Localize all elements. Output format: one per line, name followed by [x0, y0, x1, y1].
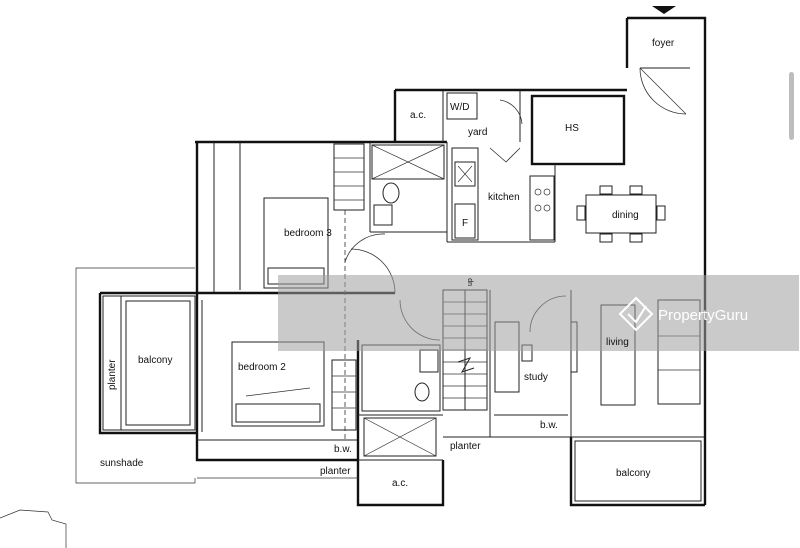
label-planter-bottom: planter	[320, 466, 351, 477]
label-balcony-left: balcony	[138, 355, 172, 366]
label-ac-top: a.c.	[410, 110, 426, 121]
label-dining: dining	[612, 210, 639, 221]
watermark-text: PropertyGuru	[658, 307, 748, 324]
bathroom-top	[344, 142, 447, 263]
label-bw-right: b.w.	[540, 420, 558, 431]
label-study: study	[524, 372, 548, 383]
watermark: PropertyGuru	[278, 275, 799, 351]
balcony-right	[574, 440, 702, 502]
service-block	[442, 90, 626, 166]
label-stair-up: up	[467, 278, 474, 286]
label-planter-mid: planter	[450, 441, 481, 452]
label-living: living	[606, 337, 629, 348]
label-balcony-right: balcony	[616, 468, 650, 479]
label-bw-left: b.w.	[334, 444, 352, 455]
kitchen-room	[446, 142, 556, 243]
label-foyer: foyer	[652, 38, 675, 49]
entrance-arrow-icon	[652, 6, 676, 14]
label-hs: HS	[565, 123, 579, 134]
label-fridge: F	[462, 218, 468, 229]
room-labels: foyer a.c. W/D yard HS kitchen F dining …	[100, 38, 675, 489]
label-planter-left: planter	[107, 359, 118, 390]
label-yard: yard	[468, 127, 487, 138]
balcony-left	[102, 295, 196, 431]
label-wd: W/D	[450, 102, 469, 113]
label-bedroom2: bedroom 2	[238, 362, 286, 373]
scrollbar-thumb[interactable]	[789, 72, 794, 140]
foyer-room	[639, 6, 690, 115]
dining-table	[576, 185, 666, 243]
label-kitchen: kitchen	[488, 192, 520, 203]
label-bedroom3: bedroom 3	[284, 228, 332, 239]
label-sunshade: sunshade	[100, 458, 144, 469]
label-ac-bottom: a.c.	[392, 478, 408, 489]
property-guru-logo-icon	[618, 296, 654, 332]
outer-walls	[98, 16, 707, 507]
sunshade-outline	[0, 267, 358, 548]
